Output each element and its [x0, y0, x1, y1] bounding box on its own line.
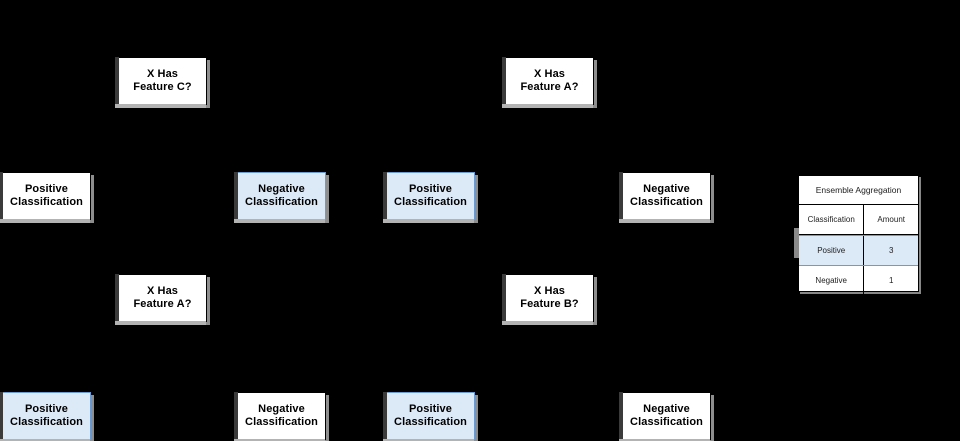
node-label: Positive Classification — [10, 403, 83, 428]
table-side-handle[interactable] — [794, 228, 799, 258]
table-row-positive[interactable]: Positive 3 — [799, 235, 918, 266]
edge-n7-n10 — [549, 105, 550, 274]
table-title-row: Ensemble Aggregation — [799, 176, 918, 205]
cell-amount: 3 — [864, 236, 918, 265]
edge-n4-stem — [162, 322, 163, 356]
node-label: Negative Classification — [245, 183, 318, 208]
leaf-node-positive-4[interactable]: Positive Classification — [383, 392, 475, 441]
node-label: Positive Classification — [394, 183, 467, 208]
leaf-node-negative-4[interactable]: Negative Classification — [619, 392, 711, 441]
leaf-node-positive-1[interactable]: Positive Classification — [0, 172, 91, 223]
column-header-amount: Amount — [877, 215, 905, 224]
table-row-negative[interactable]: Negative 1 — [799, 266, 918, 295]
leaf-node-positive-2[interactable]: Positive Classification — [0, 392, 91, 441]
ensemble-aggregation-table[interactable]: Ensemble Aggregation Classification Amou… — [794, 175, 919, 295]
table-title: Ensemble Aggregation — [815, 185, 902, 195]
edge-n7-n9 — [666, 105, 667, 172]
edge-n10-n12 — [666, 356, 667, 392]
decision-node-feature-c[interactable]: X Has Feature C? — [115, 57, 207, 108]
node-label: Negative Classification — [630, 403, 703, 428]
edge-n10-hbar — [430, 356, 666, 357]
leaf-node-negative-1[interactable]: Negative Classification — [234, 172, 326, 223]
edge-n4-hbar — [46, 356, 282, 357]
column-header-classification: Classification — [799, 205, 865, 234]
node-label: Negative Classification — [245, 403, 318, 428]
edge-n4-n5 — [46, 356, 47, 392]
node-label: Negative Classification — [630, 183, 703, 208]
decision-node-feature-a-right[interactable]: X Has Feature A? — [502, 57, 594, 108]
node-label: X Has Feature A? — [133, 285, 192, 310]
edge-n1-n3 — [281, 105, 282, 172]
leaf-node-negative-3[interactable]: Negative Classification — [619, 172, 711, 223]
leaf-node-positive-3[interactable]: Positive Classification — [383, 172, 475, 223]
cell-classification: Positive — [799, 236, 865, 265]
decision-node-feature-a-left[interactable]: X Has Feature A? — [115, 274, 207, 325]
node-label: X Has Feature C? — [133, 68, 192, 93]
table-header-row: Classification Amount — [799, 205, 918, 235]
edge-n10-stem — [549, 322, 550, 356]
edge-n7-n8 — [430, 105, 431, 172]
cell-classification: Negative — [799, 266, 865, 295]
node-label: Positive Classification — [394, 403, 467, 428]
leaf-node-negative-2[interactable]: Negative Classification — [234, 392, 326, 441]
node-label: X Has Feature A? — [520, 68, 579, 93]
decision-node-feature-b[interactable]: X Has Feature B? — [502, 274, 594, 325]
edge-n4-n6 — [281, 356, 282, 392]
node-label: Positive Classification — [10, 183, 83, 208]
node-label: X Has Feature B? — [520, 285, 579, 310]
edge-n10-n11 — [430, 356, 431, 392]
cell-amount: 1 — [888, 276, 894, 285]
edge-n1-n4 — [162, 105, 163, 274]
